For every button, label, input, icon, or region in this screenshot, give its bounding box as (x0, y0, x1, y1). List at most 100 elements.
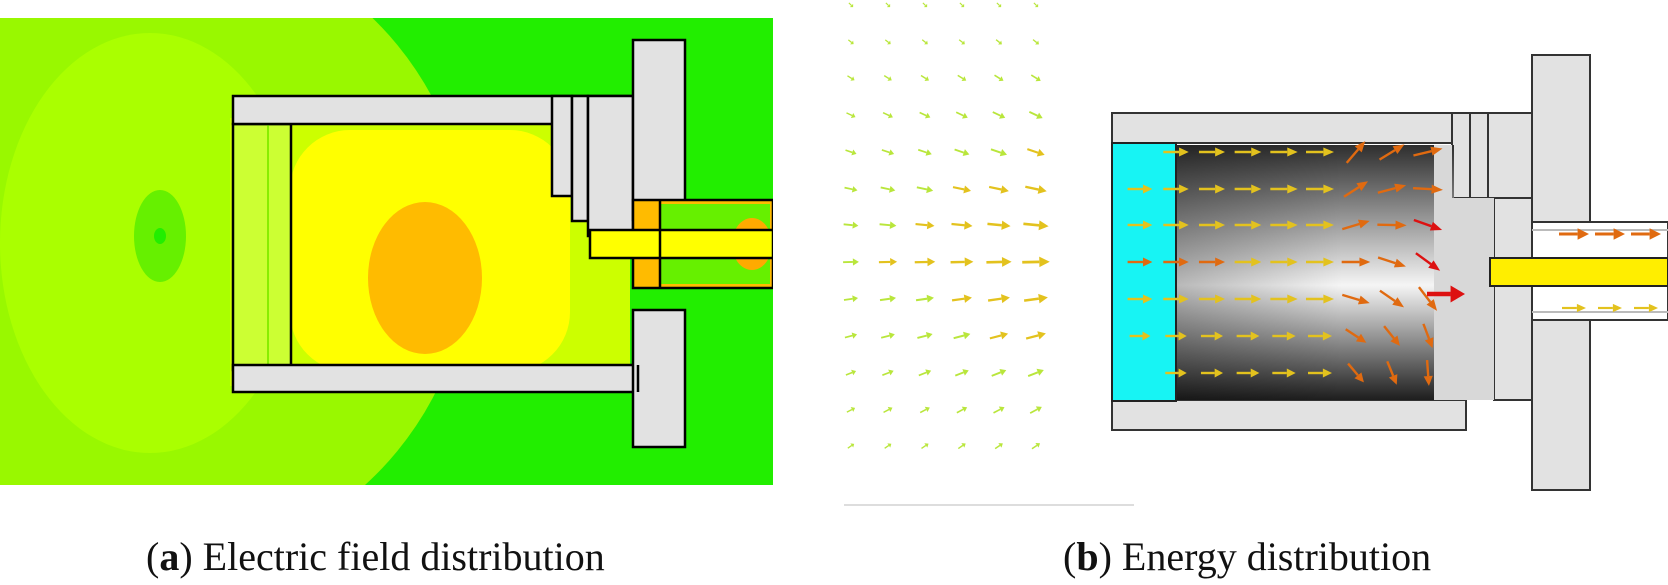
flow-arrow (847, 443, 855, 449)
flow-arrow (1270, 147, 1298, 157)
flow-arrow (1236, 331, 1260, 341)
flow-arrow (882, 111, 893, 119)
flow-arrow (955, 111, 968, 119)
iris-lower (1493, 197, 1533, 401)
flow-arrow (1163, 257, 1189, 267)
flow-arrow (921, 39, 928, 45)
flow-arrow (1272, 368, 1296, 378)
flow-arrow (1025, 331, 1046, 340)
flow-arrow (880, 185, 896, 193)
flow-arrow (1163, 147, 1189, 157)
flow-arrow (1423, 359, 1433, 386)
flow-arrow (1163, 184, 1189, 194)
flow-arrow (1270, 257, 1298, 267)
dielectric-window (1111, 142, 1177, 402)
flow-arrow (1270, 184, 1298, 194)
flow-arrow (917, 148, 932, 156)
iris-block (1451, 112, 1533, 199)
flow-arrow (957, 443, 966, 450)
energy-panel (843, 2, 1668, 506)
flow-arrow (1129, 331, 1151, 341)
flow-arrow (846, 407, 856, 413)
flow-arrow (959, 2, 965, 8)
flow-arrow (1417, 286, 1438, 311)
flow-arrow (879, 221, 897, 229)
flow-arrow (989, 331, 1009, 340)
flow-arrow (914, 257, 936, 267)
flow-arrow (922, 2, 928, 8)
flow-arrow (994, 74, 1004, 82)
flow-arrow (921, 443, 929, 449)
caption-b: (b) Energy distribution (1063, 534, 1432, 579)
flow-arrow (1595, 228, 1625, 240)
flow-arrow (919, 111, 931, 119)
flow-arrow (846, 112, 856, 119)
flow-arrow (1343, 181, 1369, 198)
flow-arrow (1272, 331, 1296, 341)
flow-arrow (951, 294, 972, 303)
flow-arrow (1027, 368, 1044, 377)
flow-arrow (884, 443, 892, 449)
flow-arrow (954, 369, 969, 377)
flow-arrow (1127, 220, 1153, 230)
flow-arrow (1631, 228, 1661, 240)
flow-arrow (1379, 289, 1405, 308)
flow-arrow (881, 149, 895, 156)
iris-step-2 (570, 94, 590, 223)
flow-arrow (1025, 185, 1047, 194)
flow-arrow (1234, 184, 1262, 194)
flow-arrow (1308, 368, 1332, 378)
bottom-wall (231, 363, 640, 394)
flow-arrow (1200, 331, 1224, 341)
flow-arrow (1198, 220, 1226, 230)
flow-arrow (843, 295, 859, 303)
flow-arrow (1127, 294, 1153, 304)
iris-step-1 (550, 94, 574, 198)
field-node (154, 228, 166, 244)
flow-arrow (915, 221, 935, 230)
flow-arrow (1341, 219, 1370, 231)
flow-arrow (1163, 220, 1189, 230)
flow-arrow (1412, 184, 1443, 194)
flow-arrow (1023, 220, 1049, 231)
flow-arrow (1163, 294, 1189, 304)
flow-arrow (954, 148, 970, 157)
flow-arrow (1031, 443, 1041, 450)
flow-arrow (991, 368, 1007, 377)
flow-arrow (1198, 147, 1226, 157)
flow-arrow (878, 257, 898, 266)
housing-bottom-wall (1111, 399, 1467, 431)
electric-field-panel (0, 18, 773, 485)
flow-arrow (1198, 184, 1226, 194)
flow-arrow (919, 406, 930, 414)
coax-inner-conductor (1489, 257, 1668, 287)
flow-arrow (1378, 144, 1405, 161)
flow-arrow (1234, 257, 1262, 267)
flange-upper (586, 94, 635, 238)
flow-arrow (987, 220, 1011, 230)
flow-arrow (884, 39, 891, 45)
flow-arrow (1234, 147, 1262, 157)
caption-b-label: b (1076, 534, 1099, 579)
flow-arrow (843, 221, 859, 229)
flow-arrow (1345, 328, 1367, 343)
flow-arrow (1029, 406, 1042, 414)
flow-arrow (1415, 252, 1441, 271)
flow-arrow (952, 185, 971, 194)
flow-arrow (845, 369, 857, 376)
flow-arrow (843, 258, 859, 266)
flow-arrow (1306, 147, 1334, 157)
flow-arrow (1413, 146, 1443, 157)
flow-arrow (1345, 141, 1366, 164)
flow-arrow (1032, 39, 1039, 45)
flow-arrow (1383, 325, 1400, 346)
housing-top-wall (1111, 112, 1467, 144)
flow-arrow (988, 185, 1009, 194)
flow-arrow (993, 406, 1005, 414)
flow-arrow (996, 2, 1002, 8)
flow-arrow (953, 331, 971, 340)
flow-arrow (957, 74, 967, 82)
flange-plate (631, 38, 687, 222)
flow-arrow (986, 257, 1012, 267)
cavity-shading (1174, 145, 1454, 400)
